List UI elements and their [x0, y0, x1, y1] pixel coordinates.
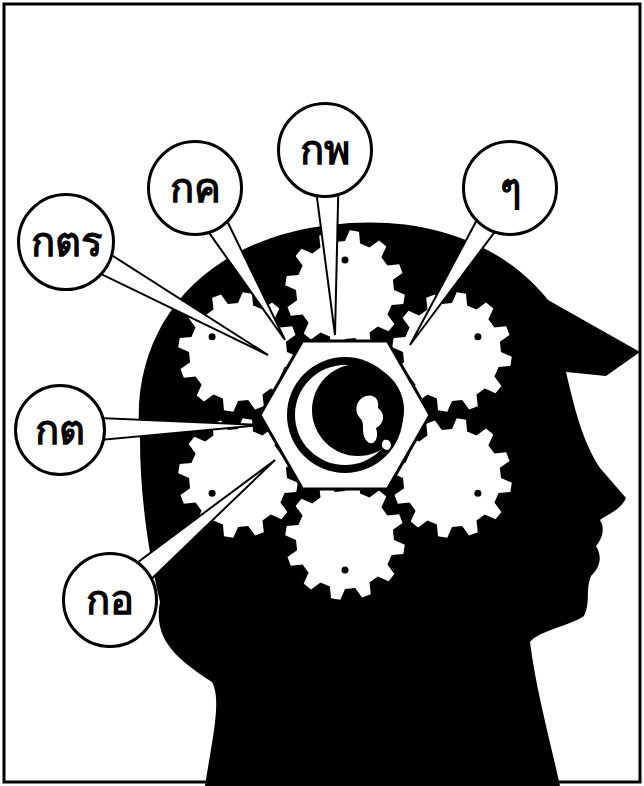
callout-circle: กตร	[17, 193, 115, 291]
callout-text: กต	[35, 408, 85, 452]
callout-circle: กต	[14, 384, 106, 476]
callout-text: ๆ	[500, 166, 521, 210]
gear-hole	[209, 490, 216, 497]
gear-ring	[178, 230, 512, 600]
hexagon	[260, 341, 430, 489]
pointer-wedge	[316, 191, 338, 335]
globe-shadow	[312, 364, 404, 456]
globe-rim	[287, 357, 403, 473]
gear	[285, 480, 405, 600]
callout-circle: กค	[147, 140, 243, 236]
callout-circle: กพ	[277, 102, 373, 198]
callout-text: กตร	[31, 220, 102, 264]
head-silhouette	[139, 223, 640, 786]
callout-text: กอ	[86, 578, 134, 622]
pointer-wedge	[135, 460, 275, 581]
callout-text: กพ	[300, 128, 350, 172]
pointer-wedge	[410, 218, 497, 346]
pointer-wedge	[98, 253, 268, 355]
gear-hole	[342, 257, 349, 264]
callout-circle: กอ	[62, 552, 158, 648]
pointer-wedge	[100, 418, 262, 440]
gear-hole	[342, 567, 349, 574]
globe-land	[356, 396, 391, 450]
gear-hole	[209, 333, 216, 340]
frame	[4, 4, 640, 782]
gear-hole	[474, 490, 481, 497]
pointer-wedge	[207, 219, 285, 341]
callout-circle: ๆ	[462, 140, 558, 236]
callout-text: กค	[170, 166, 221, 210]
gear	[285, 230, 405, 350]
gear-hole	[474, 333, 481, 340]
